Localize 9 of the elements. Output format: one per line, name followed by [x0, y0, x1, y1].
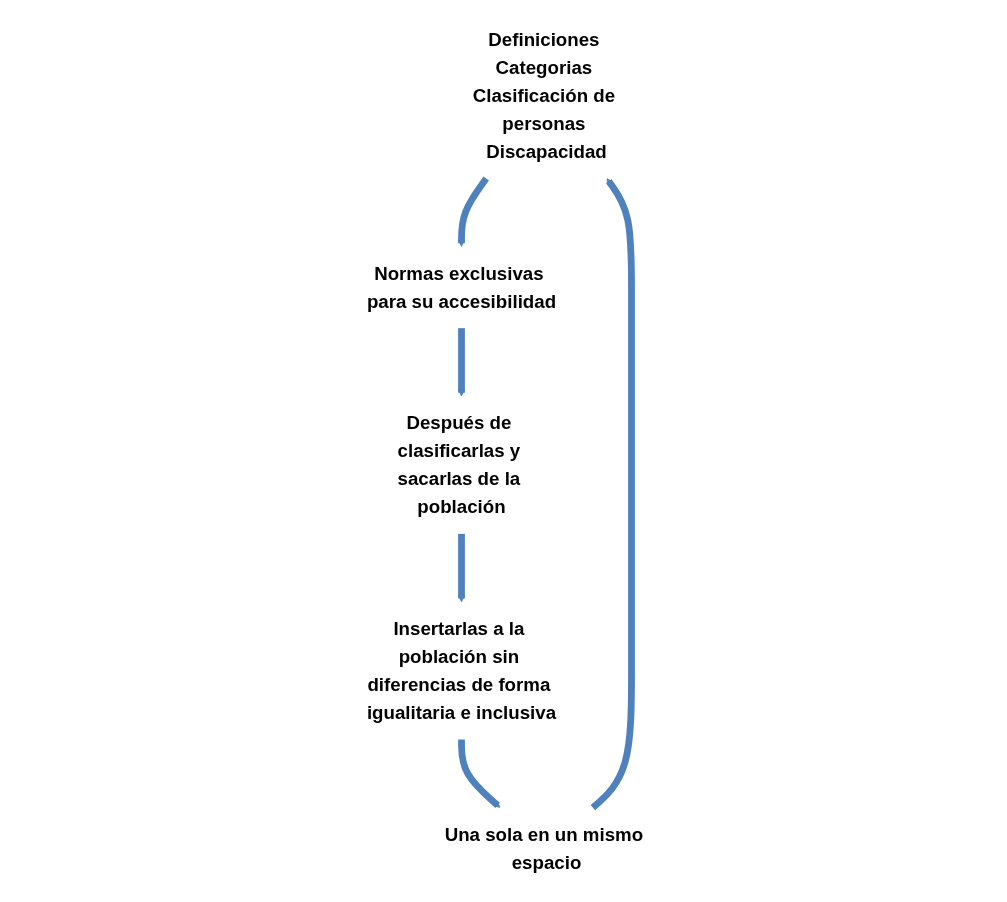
node-text: Insertarlas a la población sin diferencias de forma igualitaria e inclusiva [366, 618, 556, 724]
arrow [457, 533, 465, 603]
arrow [457, 176, 489, 247]
node-text: Definiciones Categorias Clasificación de personas Discapacidad [472, 28, 615, 163]
arrow [457, 739, 500, 808]
arrow [590, 178, 635, 811]
node-text: Normas exclusivas para su accesibilidad [366, 262, 556, 313]
node-text: Después de clasificarlas y sacarlas de la población [397, 412, 520, 518]
node-text: Una sola en un mismo espacio [444, 823, 643, 874]
